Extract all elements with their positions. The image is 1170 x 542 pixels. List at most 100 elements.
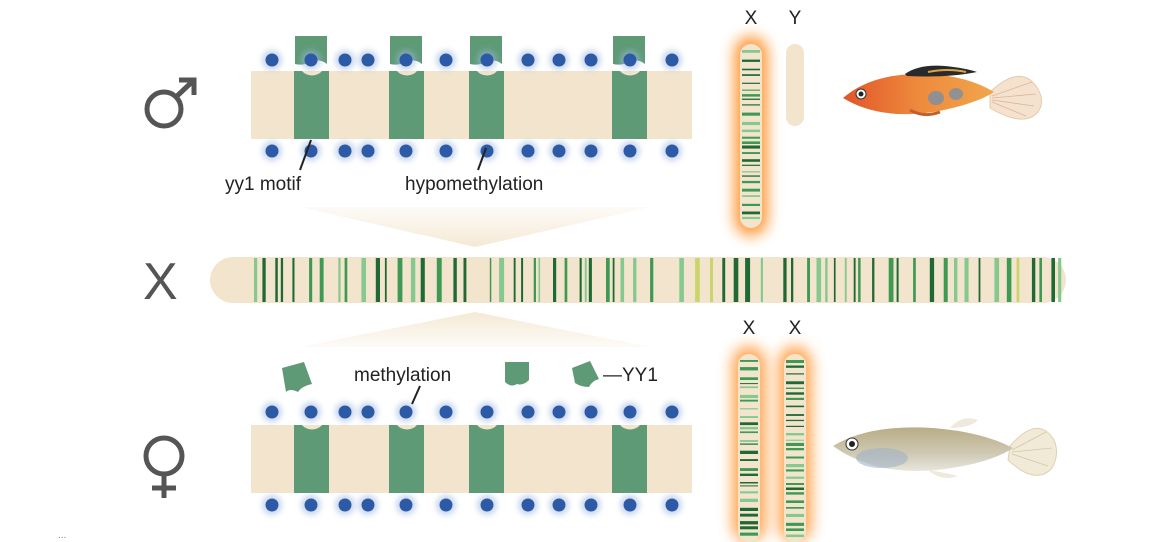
chromosome-band [722,258,726,302]
chromosome-band [499,258,505,302]
chromosome-band [786,414,804,416]
chromosome-band [740,440,758,442]
chromosome-band [740,399,758,402]
chromosome-band [786,500,804,503]
chromosome-band [786,487,804,490]
chromosome-band [742,211,760,215]
hypomethylation-label: hypomethylation [405,174,543,195]
chromosome-band [579,258,582,302]
chromosome-band [513,258,516,302]
methylation-dot [623,144,637,158]
chromosome-band [740,498,758,502]
chromosome-band [786,469,804,472]
methylation-dot [439,405,453,419]
methylation-dot [265,53,279,67]
chromosome-band [254,258,258,302]
chromosome-band [309,258,313,302]
methylation-dot [521,405,535,419]
male-chromatin: yy1 motif hypomethylation [225,36,692,195]
methylation-dot [521,53,535,67]
chromosome-band [786,381,804,385]
chromosome-band [521,258,524,302]
chromosome-band [786,365,804,368]
chromosome-band [742,136,760,139]
methylation-dot [361,144,375,158]
y-chromosome [786,44,804,126]
chromosome-band [742,188,760,192]
chromosome-band [740,459,758,461]
chromosome-band [384,258,387,302]
chromosome-band [489,258,492,302]
chromosome-band [740,394,758,399]
female-x1-label: X [743,318,756,339]
chromosome-band [742,175,760,177]
chromosome-band [896,258,899,302]
methylation-dot [521,498,535,512]
male-x-label: X [745,8,758,29]
chromosome-band [742,98,760,100]
chromosome-band [791,258,794,302]
chromosome-band [929,258,935,302]
chromosome-band [853,258,856,302]
chromosome-band [786,373,804,375]
chromosome-band [786,387,804,389]
chromosome-band [740,443,758,445]
chromosome-band [740,526,758,530]
chromosome-band [786,528,804,531]
chromosome-band [783,258,787,302]
chromosome-band [786,405,804,408]
chromosome-band [588,258,592,302]
chromosome-band [742,152,760,154]
chromosome-band [620,258,625,302]
chromosome-band [740,377,758,380]
methylation-dot [399,498,413,512]
chromosome-band [564,258,568,302]
chromosome-band [740,482,758,484]
chromosome-band [858,258,861,302]
methylation-dot [338,498,352,512]
methylation-dot [623,53,637,67]
female-methylation-dots [262,402,682,515]
chromosome-band [740,431,758,434]
chromosome-band [740,427,758,430]
chromosome-band [633,258,637,302]
chromosome-band [262,258,266,302]
chromosome-band [872,258,875,302]
female-x-chromosome-2 [778,346,812,542]
chromosome-band [786,439,804,441]
methylation-dot [439,144,453,158]
methylation-dot [552,144,566,158]
chromosome-band [533,258,536,302]
chromosome-band [786,507,804,509]
methylation-dot [480,498,494,512]
chromosome-band [1039,258,1042,302]
male-methylation-dots [262,50,682,161]
chromosome-band [710,258,713,302]
chromosome-band [538,258,541,302]
yy1-motif-label: yy1 motif [225,174,302,195]
chromosome-band [453,258,457,302]
chromosome-band [742,129,760,133]
chromosome-band [786,492,804,495]
chromosome-band [742,180,760,184]
chromosome-band [742,195,760,197]
x-chromosome-large [210,257,1066,303]
chromosome-band [436,258,442,302]
methylation-dot [304,405,318,419]
methylation-dot [265,144,279,158]
chromosome-band [420,258,425,302]
chromosome-band [954,258,958,302]
methylation-dot [265,498,279,512]
methylation-dot [399,53,413,67]
chromosome-band [786,483,804,485]
methylation-dot [552,53,566,67]
methylation-dot [399,405,413,419]
methylation-dot [361,498,375,512]
methylation-dot [665,405,679,419]
methylation-dot [304,53,318,67]
chromosome-band [344,258,348,302]
chromosome-band [319,258,324,302]
chromosome-band [742,89,760,91]
methylation-dot [338,144,352,158]
